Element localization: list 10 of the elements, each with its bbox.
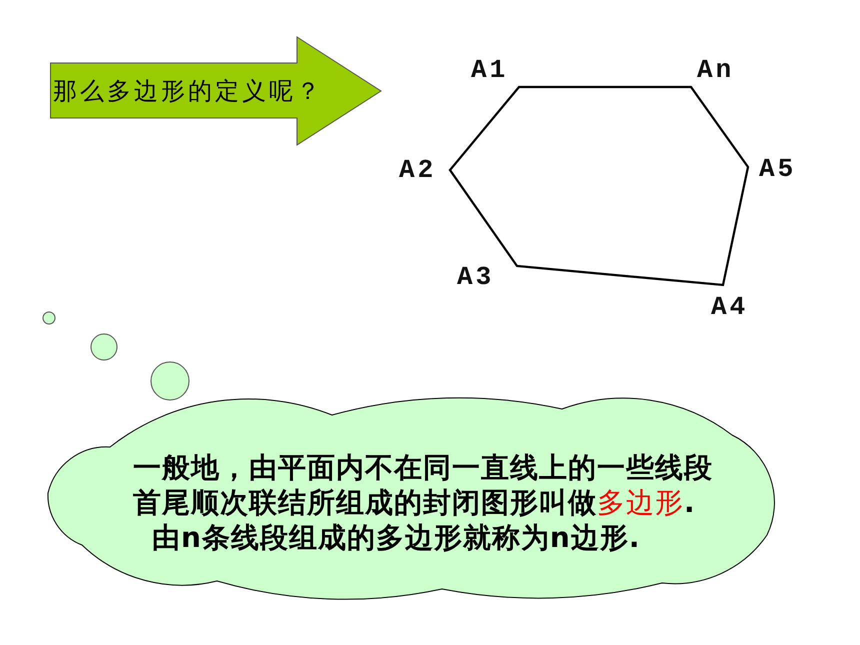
vertex-label: A2: [399, 157, 436, 183]
vertex-label: A4: [711, 294, 748, 320]
vertex-label: A5: [759, 156, 796, 182]
block-arrow: [50, 36, 382, 147]
definition-text: 一般地，由平面内不在同一直线上的一些线段首尾顺次联结所组成的封闭图形叫做多边形.: [133, 450, 714, 520]
vertex-label: A1: [471, 57, 508, 83]
vertex-label: A3: [457, 264, 494, 290]
note-text: 由n条线段组成的多边形就称为n边形.: [152, 520, 641, 555]
question-text: 那么多边形的定义呢？: [53, 76, 323, 106]
vertex-label: An: [697, 57, 734, 83]
